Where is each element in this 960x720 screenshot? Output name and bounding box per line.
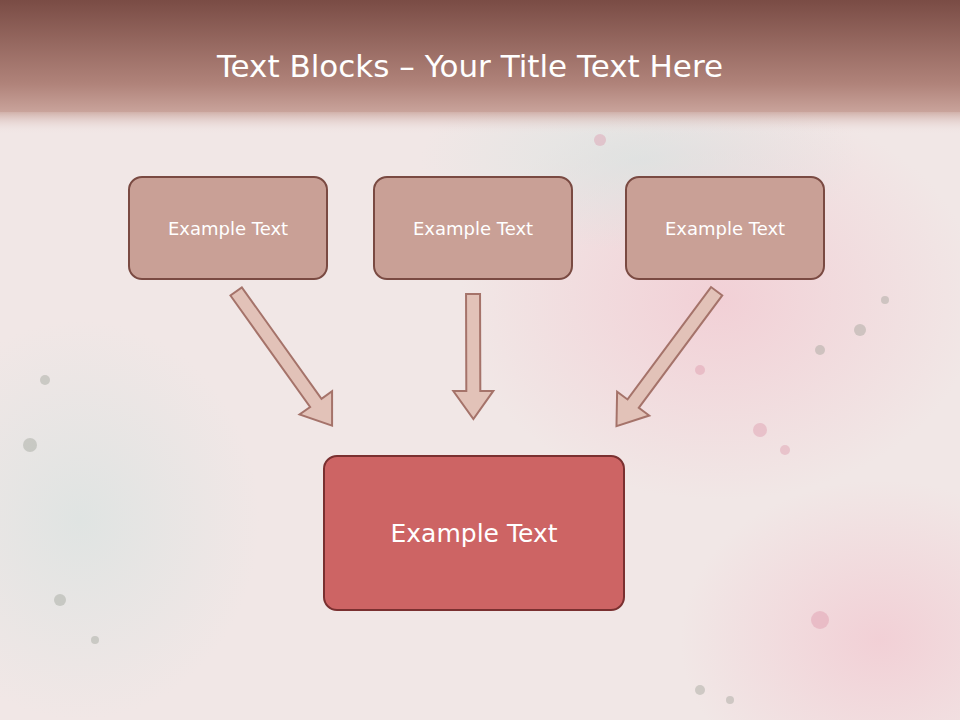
- text-box: Example Text: [323, 455, 625, 611]
- box-label: Example Text: [391, 519, 558, 548]
- text-box: Example Text: [625, 176, 825, 280]
- box-label: Example Text: [665, 218, 785, 239]
- block-arrow: [230, 287, 332, 425]
- block-arrow: [616, 287, 722, 426]
- box-label: Example Text: [413, 218, 533, 239]
- block-arrow: [453, 294, 493, 419]
- box-label: Example Text: [168, 218, 288, 239]
- page-title: Text Blocks – Your Title Text Here: [0, 48, 940, 84]
- text-box: Example Text: [373, 176, 573, 280]
- text-box: Example Text: [128, 176, 328, 280]
